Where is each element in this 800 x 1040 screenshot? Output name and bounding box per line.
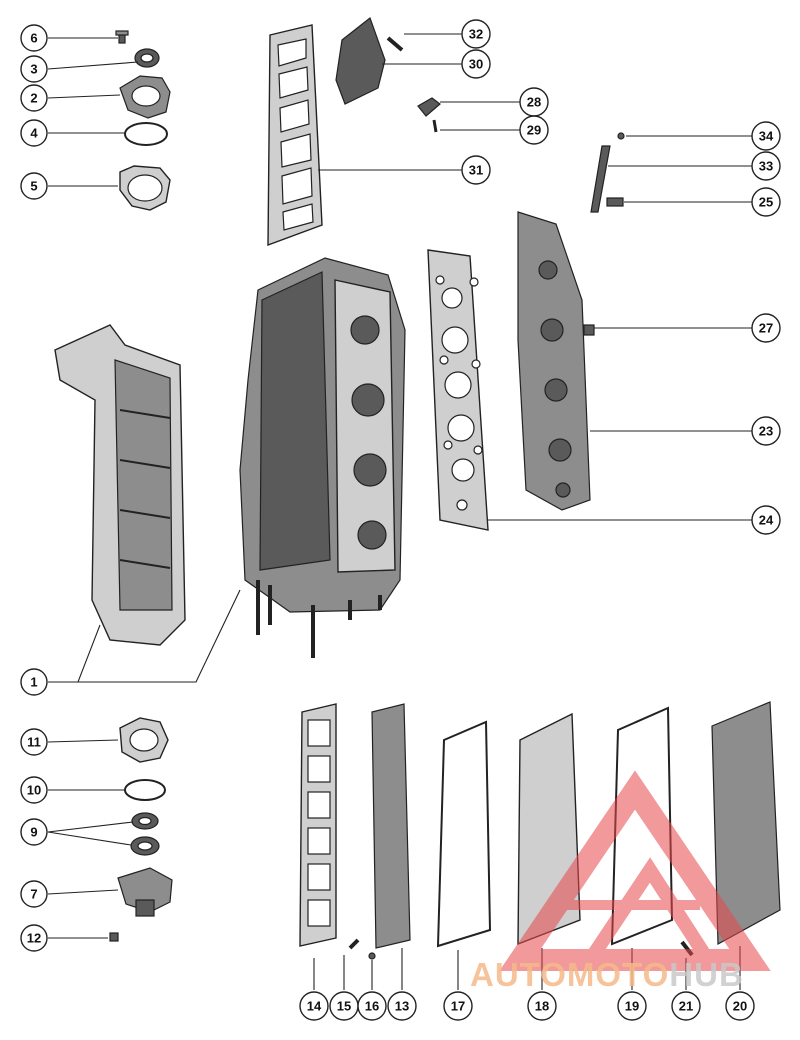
- svg-text:4: 4: [30, 126, 38, 141]
- part-screw-32: [386, 36, 404, 52]
- part-rod-33: [590, 145, 611, 213]
- watermark-brand-part2: HUB: [669, 956, 744, 993]
- svg-text:15: 15: [337, 999, 351, 1014]
- part-oring-4: [124, 122, 168, 146]
- part-seals-9: [130, 812, 160, 856]
- svg-text:31: 31: [469, 163, 483, 178]
- watermark-brand-part1: AUTOMOTO: [470, 956, 670, 993]
- callout-33: 33: [751, 151, 781, 181]
- svg-text:2: 2: [30, 91, 37, 106]
- part-plate-13: [371, 703, 411, 949]
- callout-28: 28: [519, 87, 549, 117]
- callout-20: 20: [725, 991, 755, 1021]
- part-nut-34: [617, 132, 625, 140]
- callout-7: 7: [20, 880, 48, 908]
- svg-text:19: 19: [625, 999, 639, 1014]
- part-fitting-28: [417, 97, 441, 117]
- callout-15: 15: [329, 991, 359, 1021]
- svg-text:14: 14: [307, 999, 322, 1014]
- callout-32: 32: [461, 19, 491, 49]
- callout-14: 14: [299, 991, 329, 1021]
- callout-29: 29: [519, 115, 549, 145]
- svg-text:24: 24: [759, 513, 774, 528]
- svg-text:30: 30: [469, 57, 483, 72]
- part-housing-7: [117, 867, 173, 917]
- svg-text:27: 27: [759, 321, 773, 336]
- part-cylinder-head-23: [517, 211, 591, 511]
- callout-23: 23: [751, 416, 781, 446]
- callout-12: 12: [20, 924, 48, 952]
- callout-31: 31: [461, 155, 491, 185]
- watermark-brand-text: AUTOMOTOHUB: [470, 956, 744, 994]
- part-pin-29: [432, 119, 438, 133]
- svg-text:12: 12: [27, 931, 41, 946]
- part-cylinder-block-1: [239, 257, 406, 658]
- svg-text:1: 1: [30, 675, 37, 690]
- svg-text:23: 23: [759, 424, 773, 439]
- callout-16: 16: [357, 991, 387, 1021]
- part-gasket-17: [436, 720, 492, 948]
- callout-25: 25: [751, 187, 781, 217]
- callout-24: 24: [751, 505, 781, 535]
- callout-11: 11: [20, 728, 48, 756]
- svg-text:6: 6: [30, 31, 37, 46]
- part-gasket-19: [610, 706, 674, 946]
- callout-18: 18: [527, 991, 557, 1021]
- callout-27: 27: [751, 313, 781, 343]
- part-screw-6: [115, 30, 129, 44]
- part-gasket-11: [119, 717, 169, 763]
- svg-text:25: 25: [759, 195, 773, 210]
- svg-text:18: 18: [535, 999, 549, 1014]
- callout-3: 3: [20, 55, 48, 83]
- svg-text:13: 13: [395, 999, 409, 1014]
- svg-text:34: 34: [759, 129, 774, 144]
- svg-text:29: 29: [527, 123, 541, 138]
- part-washer-16: [368, 952, 376, 960]
- part-head-gasket-24: [427, 249, 489, 531]
- svg-text:33: 33: [759, 159, 773, 174]
- part-plug-27: [583, 324, 595, 336]
- svg-text:32: 32: [469, 27, 483, 42]
- part-gasket-5: [119, 165, 171, 211]
- svg-text:9: 9: [30, 825, 37, 840]
- part-crankcase-1-left: [54, 324, 186, 646]
- callout-17: 17: [443, 991, 473, 1021]
- callout-5: 5: [20, 172, 48, 200]
- watermark-triangle-logo: [499, 770, 771, 971]
- svg-text:20: 20: [733, 999, 747, 1014]
- callout-13: 13: [387, 991, 417, 1021]
- part-oring-10: [124, 779, 166, 801]
- part-plate-14: [299, 703, 337, 947]
- part-screw-12: [109, 932, 119, 942]
- callout-9: 9: [20, 818, 48, 846]
- part-housing-2: [119, 75, 171, 119]
- svg-text:16: 16: [365, 999, 379, 1014]
- svg-text:21: 21: [679, 999, 693, 1014]
- part-cover-30: [335, 17, 386, 105]
- svg-text:7: 7: [30, 887, 37, 902]
- callout-34: 34: [751, 121, 781, 151]
- svg-text:10: 10: [27, 783, 41, 798]
- callout-1: 1: [20, 668, 48, 696]
- svg-text:11: 11: [27, 735, 41, 750]
- part-bolt-25: [606, 197, 624, 207]
- svg-text:3: 3: [30, 62, 37, 77]
- callout-2: 2: [20, 84, 48, 112]
- svg-text:28: 28: [527, 95, 541, 110]
- part-seal-3: [134, 48, 160, 68]
- callout-10: 10: [20, 776, 48, 804]
- part-cover-20: [711, 701, 781, 945]
- callout-4: 4: [20, 119, 48, 147]
- svg-text:5: 5: [30, 179, 37, 194]
- callout-6: 6: [20, 24, 48, 52]
- callout-21: 21: [671, 991, 701, 1021]
- callout-30: 30: [461, 49, 491, 79]
- part-bolt-15: [348, 938, 360, 950]
- svg-text:17: 17: [451, 999, 465, 1014]
- callout-19: 19: [617, 991, 647, 1021]
- part-manifold-gasket-31: [267, 24, 323, 247]
